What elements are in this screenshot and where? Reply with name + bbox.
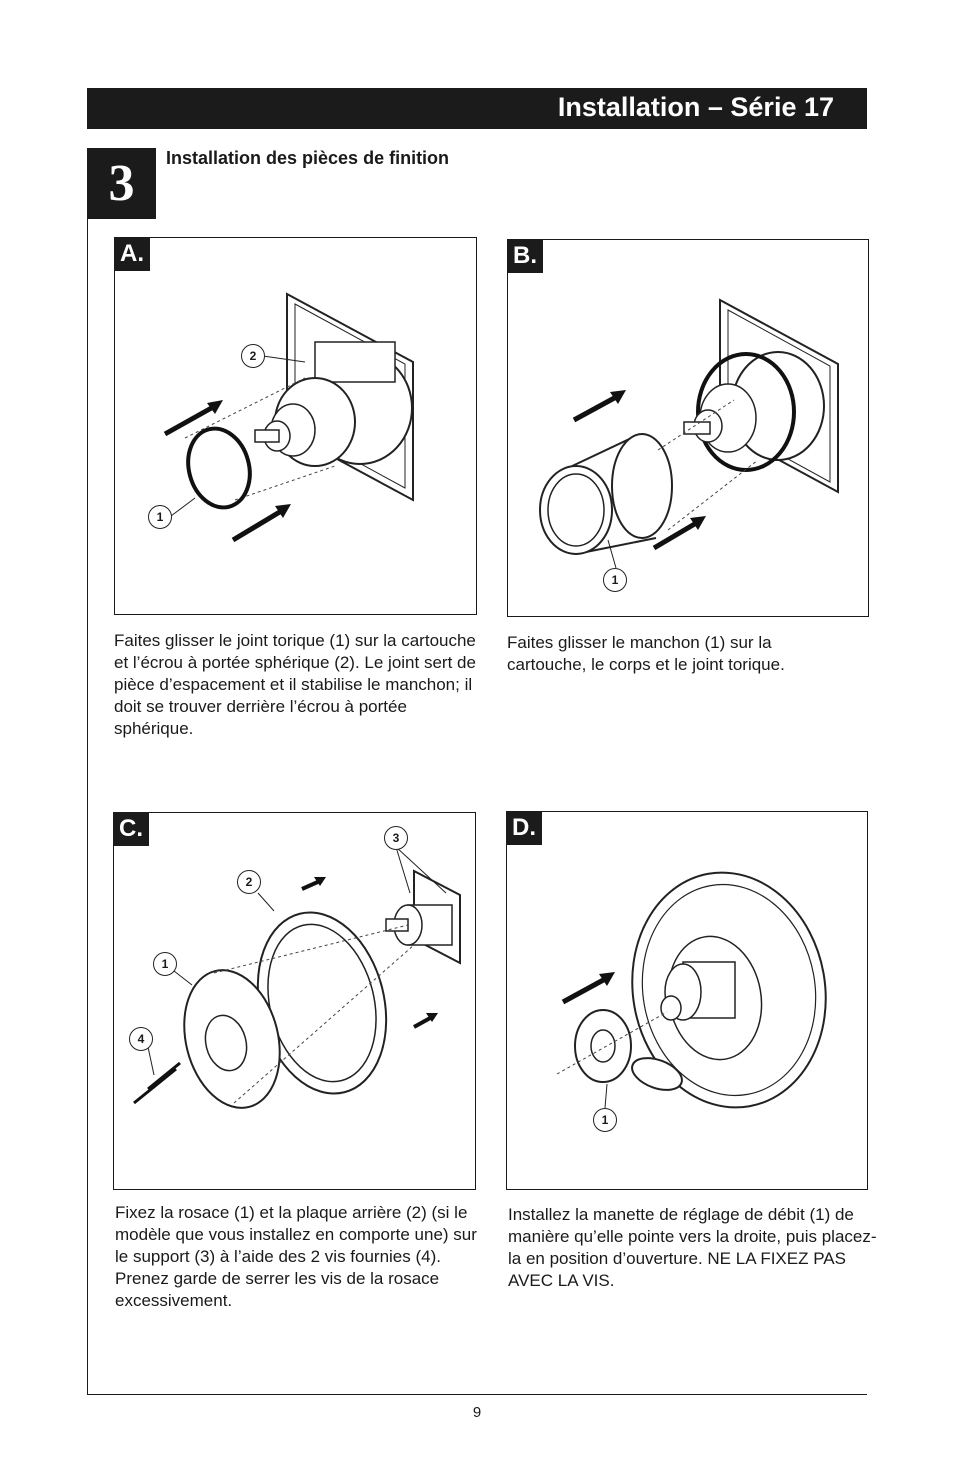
header-bar: Installation – Série 17: [87, 88, 867, 129]
illustration-a: [163, 292, 414, 543]
panel-c-label: C.: [114, 813, 149, 846]
callout-1: 1: [153, 952, 177, 976]
panel-a: A. 2 1: [114, 237, 477, 615]
caption-d: Installez la manette de réglage de débit…: [508, 1205, 877, 1290]
panel-d: D. 1: [506, 811, 868, 1190]
caption-a: Faites glisser le joint torique (1) sur …: [114, 631, 476, 738]
step-title: Installation des pièces de finition: [166, 148, 450, 168]
bottom-rule: [87, 1394, 867, 1395]
callout-2: 2: [237, 870, 261, 894]
panel-b: B. 1: [507, 239, 869, 617]
panel-d-label: D.: [507, 812, 542, 845]
illustration-b: [539, 298, 839, 569]
illustration-c: [133, 846, 461, 1109]
panel-a-label: A.: [115, 238, 150, 271]
panel-c: C. 1 2 3 4: [113, 812, 476, 1190]
callout-4: 4: [129, 1027, 153, 1051]
callout-1: 1: [593, 1108, 617, 1132]
illustration-d: [556, 871, 827, 1109]
left-rule: [87, 148, 88, 1395]
callout-1: 1: [603, 568, 627, 592]
page-title: Installation – Série 17: [557, 92, 834, 122]
caption-c: Fixez la rosace (1) et la plaque arrière…: [115, 1203, 477, 1310]
callout-1: 1: [148, 505, 172, 529]
page-number: 9: [472, 1404, 482, 1421]
callout-3: 3: [384, 826, 408, 850]
panel-b-label: B.: [508, 240, 543, 273]
callout-2: 2: [241, 344, 265, 368]
caption-b: Faites glisser le manchon (1) sur la car…: [507, 633, 785, 674]
step-number: 3: [87, 148, 156, 219]
